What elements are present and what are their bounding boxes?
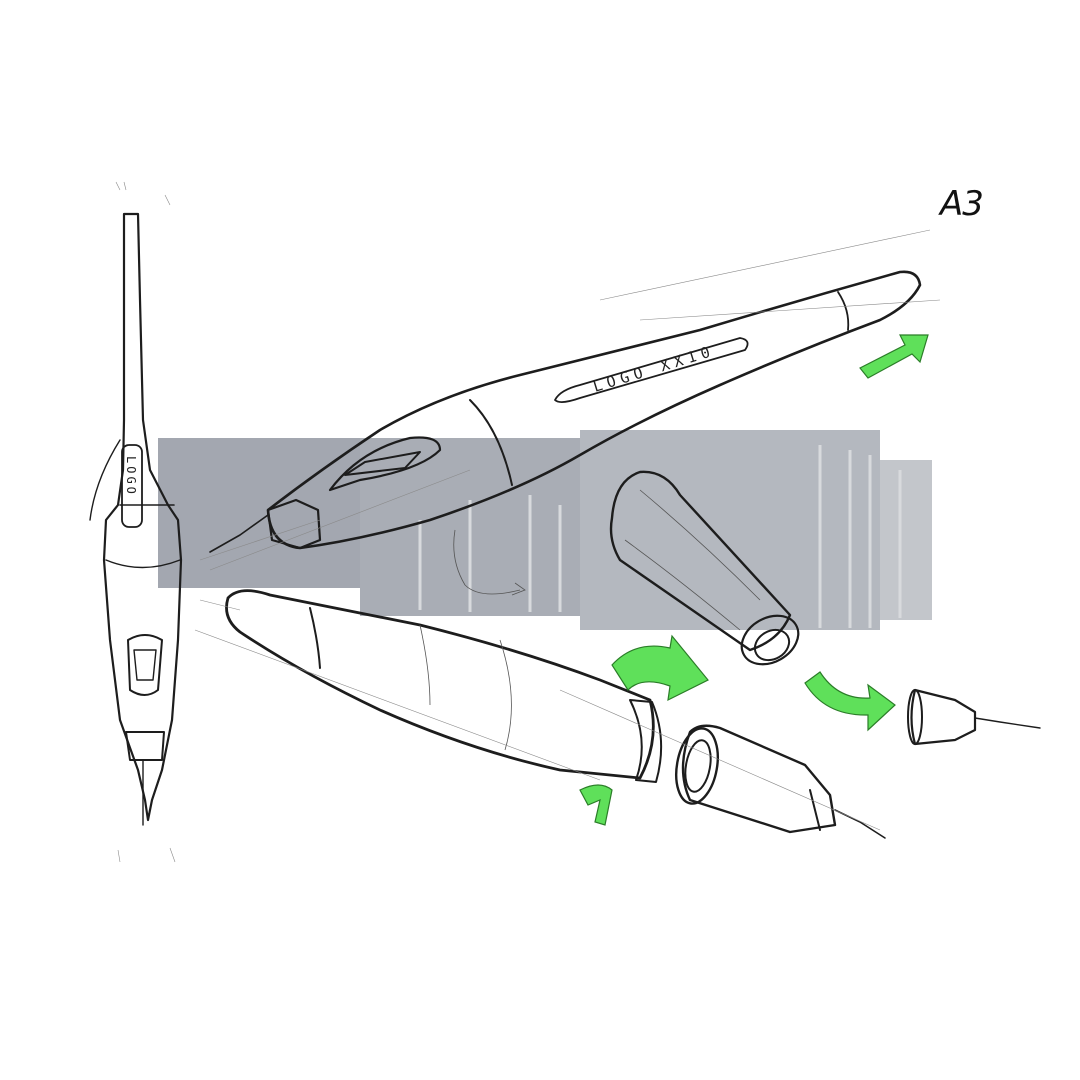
pen-front-logo: LOGO	[124, 456, 138, 497]
pen-top-logo: LOGO XX10	[591, 342, 717, 396]
pen-bottom-view	[194, 589, 886, 839]
green-arrow-rotate-bottom	[579, 784, 613, 826]
pen-cap-piece	[609, 470, 800, 666]
pen-front-view: LOGO	[89, 181, 183, 863]
pen-tip-nozzle	[907, 688, 1041, 746]
sheet-label: A3	[938, 184, 983, 224]
grey-marker-background	[158, 430, 932, 630]
green-arrow-right	[804, 671, 896, 732]
green-arrow-up-right	[859, 334, 929, 379]
pencil-swirl-arrow	[453, 529, 526, 596]
green-arrow-rotate-top	[611, 634, 709, 702]
